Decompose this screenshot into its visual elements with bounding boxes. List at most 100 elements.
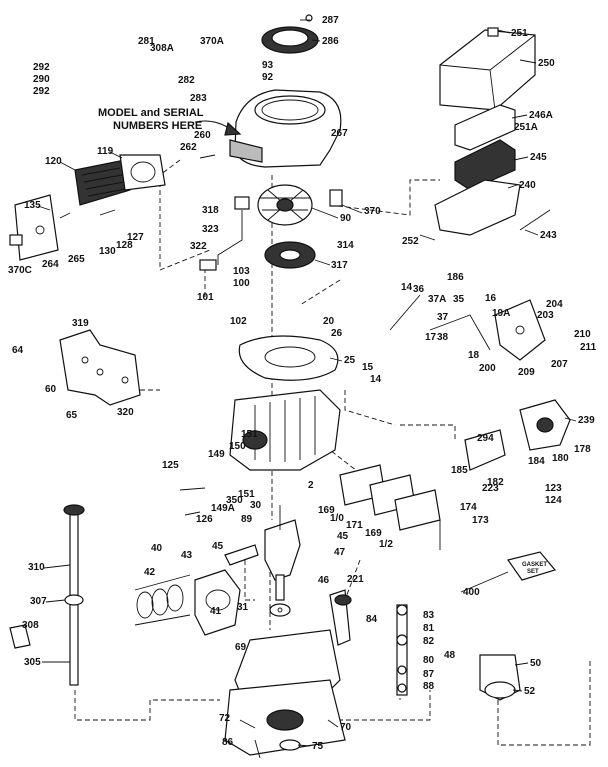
part-label: 223	[482, 483, 499, 494]
valves-and-tappets	[339, 464, 441, 550]
part-label: 318	[202, 205, 219, 216]
part-label: 75	[312, 741, 324, 752]
part-label: 1/2	[379, 539, 393, 550]
part-label: 69	[235, 642, 247, 653]
part-label: 290	[33, 74, 50, 85]
part-label: 308A	[150, 43, 174, 54]
part-label: 14	[370, 374, 382, 385]
part-label: 82	[423, 636, 435, 647]
part-label: 151	[238, 489, 255, 500]
part-label: 180	[552, 453, 569, 464]
part-label: 173	[472, 515, 489, 526]
gear-reduction	[479, 654, 521, 701]
part-label: 100	[233, 278, 250, 289]
part-label: 123	[545, 483, 562, 494]
part-label: 262	[180, 142, 197, 153]
part-label: 239	[578, 415, 595, 426]
part-label: 178	[574, 444, 591, 455]
part-label: 286	[322, 36, 339, 47]
head-shield	[9, 194, 59, 261]
part-label: 30	[250, 500, 262, 511]
governor-linkage	[389, 294, 546, 361]
part-label: 281	[138, 36, 155, 47]
part-label: 265	[68, 254, 85, 265]
part-label: 130	[99, 246, 116, 257]
part-label: 18	[468, 350, 480, 361]
fasteners	[59, 19, 551, 759]
part-label: 283	[190, 93, 207, 104]
part-label: 240	[519, 180, 536, 191]
leader-lines	[37, 29, 577, 747]
annotation-line2: NUMBERS HERE	[113, 120, 202, 132]
part-label: 185	[451, 465, 468, 476]
part-label: 149A	[211, 503, 235, 514]
part-label: 46	[318, 575, 330, 586]
part-label: 19A	[492, 308, 510, 319]
flywheel	[257, 184, 343, 226]
part-label: 1/0	[330, 513, 344, 524]
part-label: 48	[444, 650, 456, 661]
annotation-line1: MODEL and SERIAL	[98, 107, 204, 119]
part-label: 84	[366, 614, 378, 625]
part-label: 120	[45, 156, 62, 167]
part-label: 264	[42, 259, 59, 270]
washer-31	[269, 603, 291, 617]
part-label: 267	[331, 128, 348, 139]
part-label: 64	[12, 345, 24, 356]
part-label: 207	[551, 359, 568, 370]
part-label: 252	[402, 236, 419, 247]
part-label: 221	[347, 574, 364, 585]
part-label: 126	[196, 514, 213, 525]
part-label: 70	[340, 722, 352, 733]
part-label: 119	[97, 146, 114, 157]
part-label: 317	[331, 260, 348, 271]
dipstick-tube	[9, 504, 85, 686]
part-label: 87	[423, 669, 435, 680]
part-label: 400	[463, 587, 480, 598]
part-label: 86	[222, 737, 234, 748]
cylinder-head	[74, 154, 166, 206]
part-label: 31	[237, 602, 249, 613]
part-label: 209	[518, 367, 535, 378]
part-label: 282	[178, 75, 195, 86]
part-label: 307	[30, 596, 47, 607]
part-label: 260	[194, 130, 211, 141]
part-label: 320	[117, 407, 134, 418]
part-label: 37	[437, 312, 449, 323]
blower-housing	[229, 89, 342, 168]
part-label: 211	[580, 342, 597, 353]
part-label: 210	[574, 329, 591, 340]
part-label: 60	[45, 384, 57, 395]
part-label: 14	[401, 282, 413, 293]
part-label: 83	[423, 610, 435, 621]
part-label: 72	[219, 713, 231, 724]
part-label: 80	[423, 655, 435, 666]
crankcase-cover	[224, 629, 346, 756]
part-label: 42	[144, 567, 156, 578]
part-label: 88	[423, 681, 435, 692]
part-label: 93	[262, 60, 274, 71]
part-label: 20	[323, 316, 335, 327]
part-label: 370A	[200, 36, 224, 47]
part-label: 310	[28, 562, 45, 573]
part-label: 38	[437, 332, 449, 343]
part-label: 103	[233, 266, 250, 277]
part-label: 350	[226, 495, 243, 506]
part-label: 184	[528, 456, 545, 467]
part-label: 40	[151, 543, 163, 554]
part-label: 37A	[428, 294, 446, 305]
part-label: 292	[33, 62, 50, 73]
part-label: 124	[545, 495, 562, 506]
part-label: 43	[181, 550, 193, 561]
part-label: 36	[413, 284, 425, 295]
part-label: 204	[546, 299, 563, 310]
gasket-set-line2: SET	[527, 569, 539, 575]
model-serial-annotation: MODEL and SERIAL NUMBERS HERE	[98, 107, 242, 136]
cylinder-block	[229, 389, 341, 471]
oil-pump-parts	[396, 604, 408, 696]
part-label: 125	[162, 460, 179, 471]
part-label: 243	[540, 230, 557, 241]
part-label: 89	[241, 514, 253, 525]
part-label: 182	[487, 477, 504, 488]
